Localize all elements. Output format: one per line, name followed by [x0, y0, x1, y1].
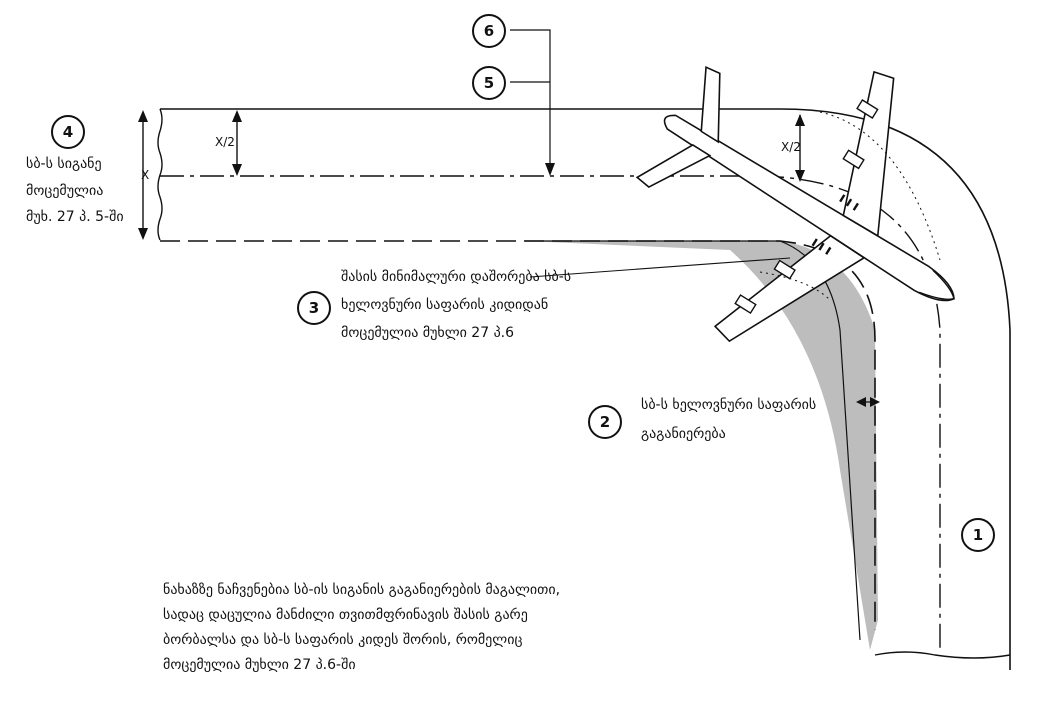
x-half-label: X/2: [215, 135, 235, 149]
caption-line-4: მოცემულია მუხლი 27 პ.6-ში: [163, 657, 356, 673]
widening-line-1: სბ-ს ხელოვნური საფარის: [641, 397, 817, 413]
x-half-arrow-top: [232, 110, 242, 122]
callout-2: 2: [588, 405, 622, 439]
leader-arrow-5-6: [545, 163, 555, 176]
callout-4: 4: [51, 115, 85, 149]
callout-6: 6: [472, 14, 506, 48]
x-label: X: [141, 168, 150, 182]
leader-line-6: [510, 29, 551, 165]
taxiway-inner-edge: [160, 240, 876, 630]
pavement-widening-fillet: [525, 241, 878, 650]
airplane-tail-upper: [700, 65, 721, 144]
min-distance-line-2: ხელოვნური საფარის კიდიდან: [341, 297, 549, 313]
widening-arrow-right: [870, 397, 880, 407]
taxiway-centerline: [160, 175, 941, 650]
widening-line-2: გაგანიერება: [641, 426, 726, 442]
widening-arrow-left: [856, 397, 866, 407]
gear-track-inner: [759, 271, 831, 301]
airplane-wing-upper: [842, 70, 895, 238]
leader-line-3: [529, 257, 791, 278]
x-arrow-bottom: [138, 228, 148, 240]
callout-1: 1: [961, 518, 995, 552]
caption-line-3: ბორბალსა და სბ-ს საფარის კიდეს შორის, რო…: [163, 632, 523, 648]
callout-3: 3: [297, 291, 331, 325]
x-half-right-arrow-bottom: [795, 170, 805, 182]
min-distance-line-3: მოცემულია მუხლი 27 პ.6: [341, 325, 515, 341]
width-note-line-1: სბ-ს სიგანე: [26, 156, 102, 172]
x-half-right-arrow-top: [795, 114, 805, 126]
engine-lower-1: [773, 259, 796, 280]
taxiway-outer-edge: [160, 108, 1011, 670]
airplane-wing-lower: [713, 234, 866, 343]
airplane-fuselage: [663, 114, 955, 302]
landing-gear-marks: [811, 194, 859, 255]
x-arrow-top: [138, 110, 148, 122]
gear-track-outer: [819, 111, 941, 261]
width-note-line-3: მუხ. 27 პ. 5-ში: [26, 209, 124, 225]
callout-5: 5: [472, 66, 506, 100]
caption-line-2: სადაც დაცულია მანძილი თვითმფრინავის შასი…: [163, 607, 528, 623]
airplane-tail-lower: [635, 144, 712, 188]
x-half-right-label: X/2: [781, 140, 801, 154]
break-line-bottom: [874, 651, 1011, 659]
engine-upper-1: [842, 149, 865, 170]
break-line-left: [157, 108, 163, 241]
airplane-nose: [918, 269, 955, 300]
engine-lower-2: [734, 294, 757, 315]
engine-upper-2: [856, 99, 879, 119]
min-distance-line-1: შასის მინიმალური დაშორება სბ-ს: [341, 269, 572, 285]
airplane: [635, 65, 955, 343]
width-note-line-2: მოცემულია: [26, 183, 104, 199]
caption-line-1: ნახაზზე ნაჩვენებია სბ-ის სიგანის გაგანიე…: [163, 582, 561, 598]
x-half-arrow-bottom: [232, 164, 242, 176]
